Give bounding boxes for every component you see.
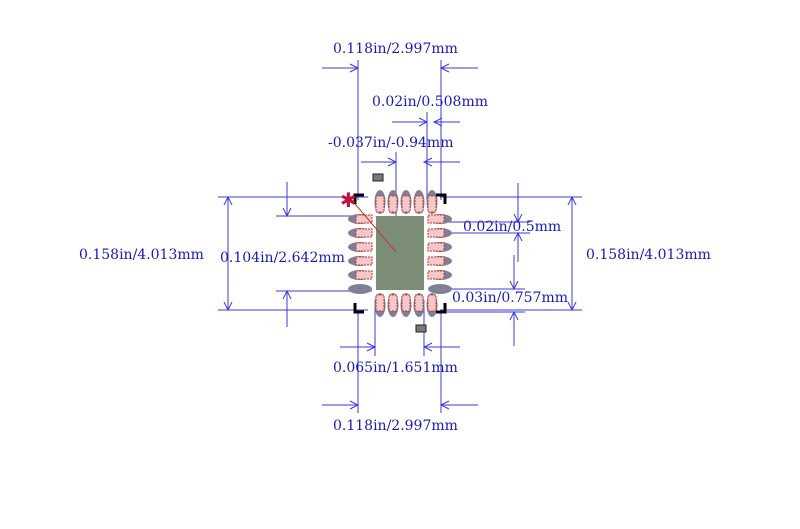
- pin-oval-left: [348, 284, 372, 294]
- package-body: ✱: [340, 173, 452, 333]
- pad-top: [375, 195, 385, 213]
- dimension-labels: 0.118in/2.997mm 0.02in/0.508mm -0.037in/…: [79, 41, 711, 434]
- fiducial-top: [372, 173, 384, 182]
- pad-left: [355, 228, 373, 238]
- pad-bottom: [401, 294, 411, 312]
- pad-top: [401, 195, 411, 213]
- pad-left: [355, 256, 373, 266]
- label-pad-length: 0.03in/0.757mm: [452, 290, 568, 306]
- corner-marks: [353, 193, 447, 314]
- label-top-width: 0.118in/2.997mm: [333, 41, 458, 57]
- corner-mark-top-right: [436, 193, 447, 204]
- pad-left: [355, 270, 373, 280]
- pad-right: [427, 214, 445, 224]
- pad-top: [414, 195, 424, 213]
- pin1-outline-diagonal: [349, 197, 397, 253]
- label-left-height: 0.158in/4.013mm: [79, 247, 204, 263]
- pad-bottom: [414, 294, 424, 312]
- label-bottom-width: 0.118in/2.997mm: [333, 418, 458, 434]
- pad-bottom: [375, 294, 385, 312]
- label-pitch: 0.02in/0.508mm: [372, 94, 488, 110]
- label-right-height: 0.158in/4.013mm: [586, 247, 711, 263]
- pin1-marker-icon: ✱: [340, 188, 357, 212]
- pads: [355, 195, 445, 312]
- pad-left: [355, 242, 373, 252]
- label-pad-offset: -0.037in/-0.94mm: [328, 135, 453, 151]
- pad-top: [427, 195, 437, 213]
- thermal-pad: [376, 216, 424, 290]
- pad-right: [427, 270, 445, 280]
- pad-right: [427, 242, 445, 252]
- label-inner-height: 0.104in/2.642mm: [220, 250, 345, 266]
- pad-right: [427, 256, 445, 266]
- fiducial-bottom: [415, 324, 427, 333]
- corner-mark-bottom-left: [353, 303, 364, 314]
- label-pad-width: 0.02in/0.5mm: [463, 219, 561, 235]
- pad-left: [355, 214, 373, 224]
- pad-bottom: [427, 294, 437, 312]
- pad-right: [427, 228, 445, 238]
- label-bottom-span: 0.065in/1.651mm: [333, 360, 458, 376]
- pin-oval-right: [428, 284, 452, 294]
- pad-top: [388, 195, 398, 213]
- corner-mark-bottom-right: [436, 303, 447, 314]
- pad-bottom: [388, 294, 398, 312]
- corner-mark-top-left: [353, 193, 364, 204]
